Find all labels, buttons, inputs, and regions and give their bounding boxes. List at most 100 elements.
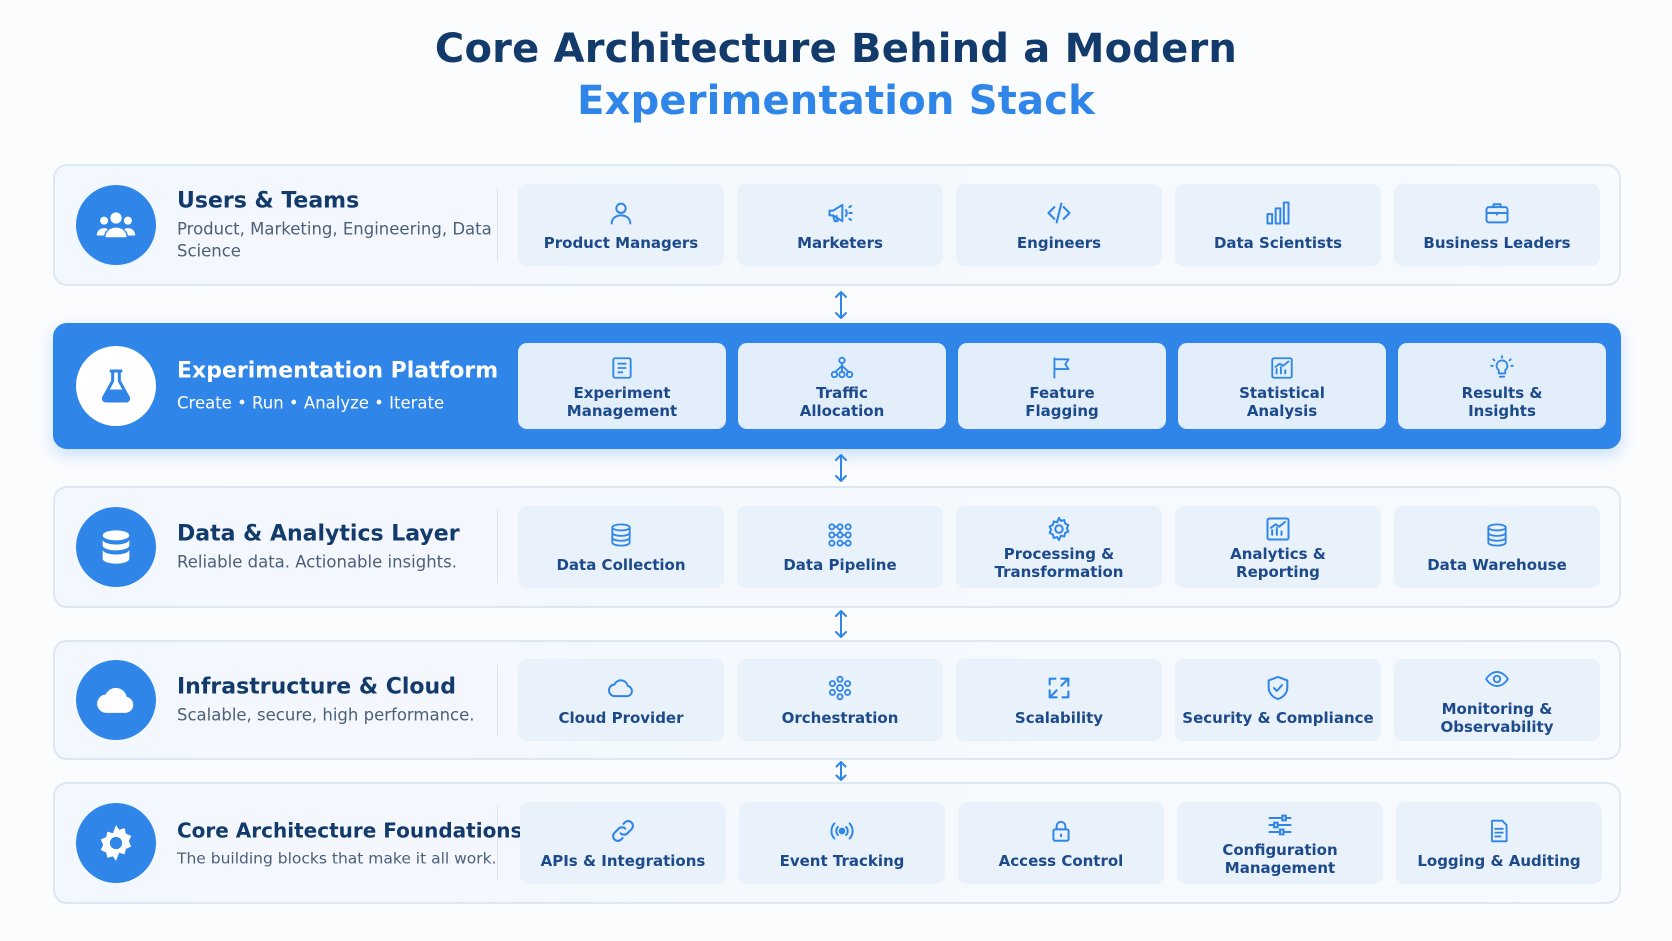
card-business-leaders: Business Leaders <box>1394 184 1600 266</box>
layer-title: Infrastructure & Cloud <box>177 674 456 700</box>
chart-icon <box>1267 353 1297 383</box>
card-security-compliance: Security & Compliance <box>1175 659 1381 741</box>
person-icon <box>606 198 636 228</box>
card-data-warehouse: Data Warehouse <box>1394 506 1600 588</box>
connector-arrow <box>831 608 851 640</box>
card-label: Processing & Transformation <box>994 544 1124 581</box>
card-access-control: Access Control <box>958 802 1164 884</box>
gear-icon <box>1044 514 1074 544</box>
card-label: APIs & Integrations <box>540 852 706 870</box>
card-label: Data Warehouse <box>1427 556 1567 574</box>
layer-data-analytics: Data & Analytics Layer Reliable data. Ac… <box>53 486 1621 608</box>
database-icon <box>76 507 156 587</box>
bar-chart-icon <box>1263 198 1293 228</box>
card-experiment-management: Experiment Management <box>518 343 726 429</box>
card-monitoring-observability: Monitoring & Observability <box>1394 659 1600 741</box>
card-product-managers: Product Managers <box>518 184 724 266</box>
card-analytics-reporting: Analytics & Reporting <box>1175 506 1381 588</box>
connector-arrow <box>831 759 851 783</box>
title-line-2: Experimentation Stack <box>577 78 1095 124</box>
document-icon <box>607 353 637 383</box>
card-data-pipeline: Data Pipeline <box>737 506 943 588</box>
cloud-icon <box>76 660 156 740</box>
lock-icon <box>1046 816 1076 846</box>
expand-icon <box>1044 673 1074 703</box>
divider <box>497 806 498 880</box>
layer-subtitle: The building blocks that make it all wor… <box>177 849 497 868</box>
card-configuration-management: Configuration Management <box>1177 802 1383 884</box>
card-label: Event Tracking <box>779 852 905 870</box>
card-processing-transformation: Processing & Transformation <box>956 506 1162 588</box>
layer-subtitle: Product, Marketing, Engineering, Data Sc… <box>177 219 492 261</box>
card-label: Feature Flagging <box>1025 383 1099 420</box>
title-line-1: Core Architecture Behind a Modern <box>434 26 1238 72</box>
code-icon <box>1044 198 1074 228</box>
card-label: Statistical Analysis <box>1239 383 1325 420</box>
flag-icon <box>1047 353 1077 383</box>
lightbulb-icon <box>1487 353 1517 383</box>
cloud-icon <box>606 673 636 703</box>
layer-title: Users & Teams <box>177 188 360 214</box>
card-label: Scalability <box>1014 709 1104 727</box>
orchestration-icon <box>825 673 855 703</box>
card-statistical-analysis: Statistical Analysis <box>1178 343 1386 429</box>
card-label: Security & Compliance <box>1182 709 1374 727</box>
card-data-scientists: Data Scientists <box>1175 184 1381 266</box>
card-label: Configuration Management <box>1222 840 1338 877</box>
layer-infrastructure-cloud: Infrastructure & Cloud Scalable, secure,… <box>53 640 1621 760</box>
card-orchestration: Orchestration <box>737 659 943 741</box>
eye-icon <box>1482 664 1512 694</box>
card-apis-integrations: APIs & Integrations <box>520 802 726 884</box>
users-icon <box>76 185 156 265</box>
card-marketers: Marketers <box>737 184 943 266</box>
diagram-title: Core Architecture Behind a Modern Experi… <box>0 24 1672 128</box>
card-label: Monitoring & Observability <box>1440 700 1554 736</box>
card-label: Experiment Management <box>566 383 678 420</box>
card-label: Marketers <box>797 234 883 252</box>
card-data-collection: Data Collection <box>518 506 724 588</box>
card-label: Traffic Allocation <box>799 383 885 420</box>
card-event-tracking: Event Tracking <box>739 802 945 884</box>
connector-arrow <box>831 452 851 484</box>
layer-title: Data & Analytics Layer <box>177 521 460 547</box>
layer-subtitle: Reliable data. Actionable insights. <box>177 552 457 572</box>
card-label: Business Leaders <box>1423 234 1571 252</box>
card-label: Logging & Auditing <box>1417 852 1581 870</box>
layer-experimentation-platform: Experimentation Platform Create • Run • … <box>53 323 1621 449</box>
divider <box>497 188 498 262</box>
layer-subtitle: Scalable, secure, high performance. <box>177 705 475 725</box>
card-traffic-allocation: Traffic Allocation <box>738 343 946 429</box>
layer-core-foundations: Core Architecture Foundations The buildi… <box>53 782 1621 904</box>
card-cloud-provider: Cloud Provider <box>518 659 724 741</box>
card-engineers: Engineers <box>956 184 1162 266</box>
divider <box>497 510 498 584</box>
broadcast-icon <box>827 816 857 846</box>
card-label: Access Control <box>998 852 1124 870</box>
gear-icon <box>76 803 156 883</box>
link-icon <box>608 816 638 846</box>
card-label: Cloud Provider <box>558 709 684 727</box>
layer-subtitle: Create • Run • Analyze • Iterate <box>177 393 445 413</box>
divider <box>497 664 498 736</box>
card-feature-flagging: Feature Flagging <box>958 343 1166 429</box>
database-icon <box>1482 520 1512 550</box>
sliders-icon <box>1265 810 1295 840</box>
card-label: Engineers <box>1016 234 1102 252</box>
card-label: Data Collection <box>556 556 686 574</box>
pipeline-icon <box>825 520 855 550</box>
flask-icon <box>76 346 156 426</box>
log-icon <box>1484 816 1514 846</box>
chart-icon <box>1263 514 1293 544</box>
card-label: Data Pipeline <box>783 556 897 574</box>
card-label: Analytics & Reporting <box>1230 544 1326 581</box>
card-label: Product Managers <box>543 234 699 252</box>
layer-title: Core Architecture Foundations <box>177 818 523 843</box>
database-icon <box>606 520 636 550</box>
connector-arrow <box>831 290 851 320</box>
layer-users-teams: Users & Teams Product, Marketing, Engine… <box>53 164 1621 286</box>
layer-title: Experimentation Platform <box>177 358 499 384</box>
network-icon <box>827 353 857 383</box>
shield-icon <box>1263 673 1293 703</box>
megaphone-icon <box>825 198 855 228</box>
card-label: Data Scientists <box>1213 234 1343 252</box>
